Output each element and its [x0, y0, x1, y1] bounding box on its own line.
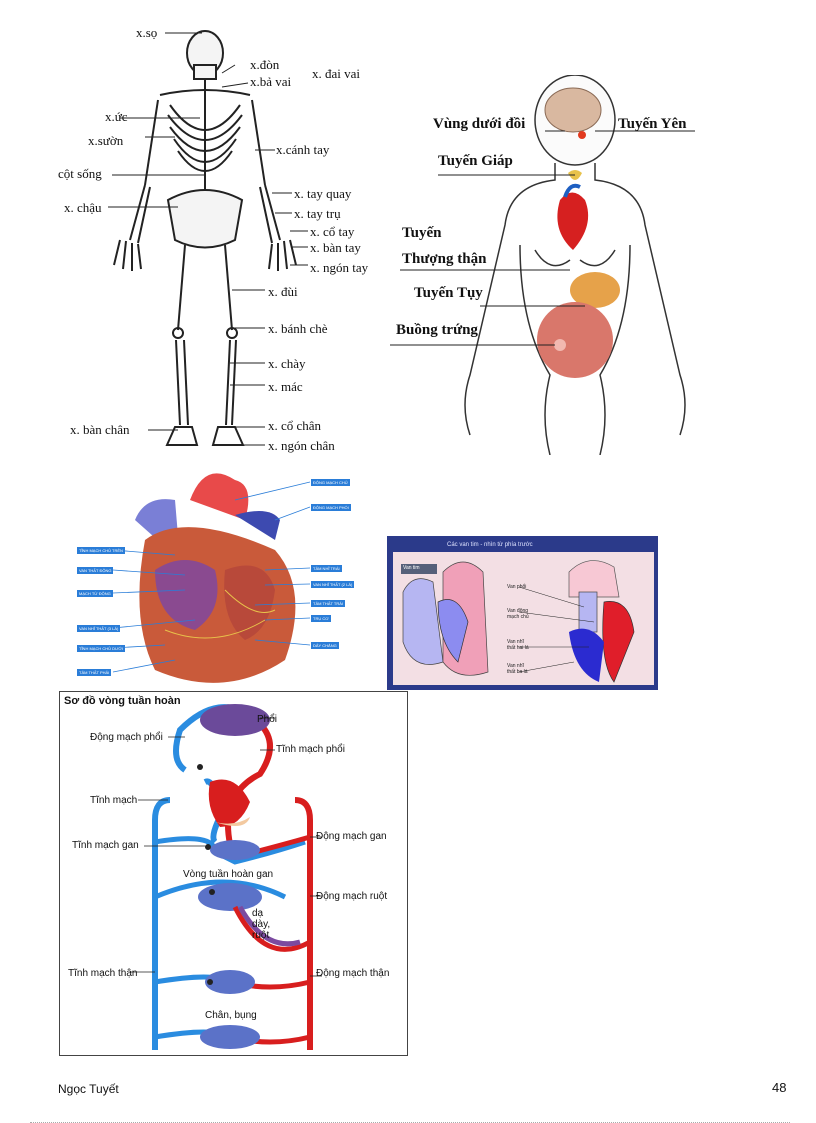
label-xcotay: x. cổ tay — [310, 224, 355, 239]
circ-label-phoi: Phổi — [257, 714, 278, 725]
label-xngonchan: x. ngón chân — [268, 438, 335, 453]
circ-label-chan-bung: Chân, bụng — [205, 1010, 257, 1021]
label-xtaytru: x. tay trụ — [294, 206, 341, 221]
label-xsuon: x.sườn — [88, 133, 124, 148]
valves-title: Các van tim - nhìn từ phía trước — [447, 542, 533, 548]
circ-label-tm-phoi: Tĩnh mạch phổi — [276, 744, 345, 755]
label-xdaivai: x. đai vai — [312, 66, 361, 81]
valves-panel-left: Van tim — [393, 552, 513, 685]
circ-label-da-day: dạ dày, ruột — [252, 908, 271, 941]
label-xcanhtay: x.cánh tay — [276, 142, 330, 157]
circulation-title: Sơ đồ vòng tuần hoàn — [64, 695, 181, 707]
circ-label-tm: Tĩnh mạch — [90, 795, 138, 806]
circulation-illustration — [130, 704, 322, 1050]
label-xbanhche: x. bánh chè — [268, 321, 328, 336]
endocrine-illustration — [390, 74, 695, 456]
heart-label-ttt: TÂM THẤT TRÁI — [311, 600, 346, 607]
label-cotsong: cột sống — [58, 166, 102, 181]
valves-left-tag: Van tim — [403, 565, 420, 571]
heart-figure: TĨNH MẠCH CHỦ TRÊN VAN THẤT ĐỘNG MẠCH TỪ… — [75, 460, 380, 690]
valves-right-illustration — [518, 560, 635, 683]
heart-label-tmct: TĨNH MẠCH CHỦ TRÊN — [77, 547, 125, 554]
heart-label-tmcd: TĨNH MẠCH CHỦ DƯỚI — [77, 645, 125, 652]
label-xtayquay: x. tay quay — [294, 186, 352, 201]
circ-label-vong-gan: Vòng tuần hoàn gan — [183, 869, 274, 880]
heart-label-dmc: ĐỘNG MẠCH CHỦ — [311, 479, 350, 486]
valves-figure: Các van tim - nhìn từ phía trước Van tim… — [387, 536, 658, 690]
heart-label-vnt2: VAN NHĨ THẤT (2 LÁ) — [311, 581, 355, 588]
valves-panel-right — [499, 552, 654, 685]
label-xbanchan: x. bàn chân — [70, 422, 130, 437]
label-xchay: x. chày — [268, 356, 306, 371]
label-tuyen-yen: Tuyến Yên — [618, 116, 687, 132]
valve-label-dmc: Van động mạch chủ — [507, 608, 529, 620]
heart-label-mtd: MẠCH TỪ ĐỘNG — [77, 590, 113, 597]
valve-label-hai-la: Van nhĩ thất hai lá — [507, 639, 529, 651]
label-tuyen-tuy: Tuyến Tụy — [414, 285, 483, 301]
label-xso: x.sọ — [136, 25, 158, 40]
valve-label-phoi: Van phổi — [507, 584, 527, 590]
label-xdui: x. đùi — [268, 284, 298, 299]
footer-page-number: 48 — [772, 1080, 787, 1095]
label-xbantay: x. bàn tay — [310, 240, 361, 255]
label-xchau: x. chậu — [64, 200, 102, 215]
label-xcochan: x. cổ chân — [268, 418, 322, 433]
endocrine-figure: Vùng dưới đồi Tuyến Yên Tuyến Giáp Tuyến… — [390, 74, 700, 456]
valves-left-illustration — [401, 561, 489, 676]
heart-label-vtd: VAN THẤT ĐỘNG — [77, 567, 114, 574]
label-xuc: x.ức — [105, 109, 128, 124]
footer-author: Ngọc Tuyết — [58, 1082, 119, 1096]
label-tuyen-giap: Tuyến Giáp — [438, 153, 513, 169]
skeleton-figure: x.sọ x.đòn x.bả vai x. đai vai x.ức x.sư… — [50, 15, 390, 455]
label-xmac: x. mác — [268, 379, 303, 394]
circ-label-dm-phoi: Động mạch phổi — [90, 732, 163, 743]
heart-label-dmp: ĐỘNG MẠCH PHỔI — [311, 504, 351, 511]
label-tuyen: Tuyến — [402, 225, 442, 241]
heart-label-ttp: TÂM THẤT PHẢI — [77, 669, 112, 676]
heart-label-truco: TRỤ CƠ — [311, 615, 331, 622]
skeleton-illustration — [108, 30, 308, 446]
circulation-figure: Sơ đồ vòng tuần hoàn — [59, 691, 408, 1056]
heart-label-tnt: TÂM NHĨ TRÁI — [311, 565, 342, 572]
valve-label-ba-la: Van nhĩ thất ba lá — [507, 663, 528, 675]
circ-label-dm-than: Động mạch thận — [316, 968, 390, 979]
heart-label-daychang: DÂY CHẰNG — [311, 642, 339, 649]
label-vung-duoi-doi: Vùng dưới đồi — [433, 116, 526, 132]
heart-label-vnt3: VAN NHĨ THẤT (3 LÁ) — [77, 625, 121, 632]
circ-label-dm-ruot: Động mạch ruột — [316, 891, 388, 902]
label-xdon: x.đòn — [250, 57, 280, 72]
circ-label-dm-gan: Động mạch gan — [316, 831, 387, 842]
label-thuong-than: Thượng thận — [402, 251, 487, 267]
circ-label-tm-than: Tĩnh mạch thận — [68, 968, 138, 979]
label-xbavai: x.bả vai — [250, 74, 292, 89]
heart-illustration — [112, 473, 311, 683]
circ-label-tm-gan: Tĩnh mạch gan — [72, 840, 139, 851]
label-xngontay: x. ngón tay — [310, 260, 369, 275]
label-buong-trung: Buồng trứng — [396, 322, 478, 338]
